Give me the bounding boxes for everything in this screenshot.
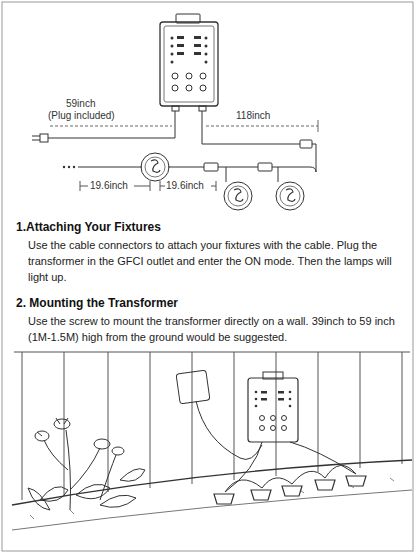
- instruction-text: Use the cable connectors to attach your …: [28, 237, 400, 285]
- dimension-label: 19.6inch: [89, 180, 129, 192]
- section-heading: 1.Attaching Your Fixtures: [16, 220, 161, 235]
- dimension-label: 118inch: [236, 110, 270, 122]
- instruction-text: Use the screw to mount the transformer d…: [28, 313, 400, 345]
- dimension-label: 59inch: [66, 98, 95, 110]
- note-label: (Plug included): [48, 110, 115, 122]
- section-heading: 2. Mounting the Transformer: [16, 296, 178, 311]
- dimension-label: 19.6inch: [165, 180, 205, 192]
